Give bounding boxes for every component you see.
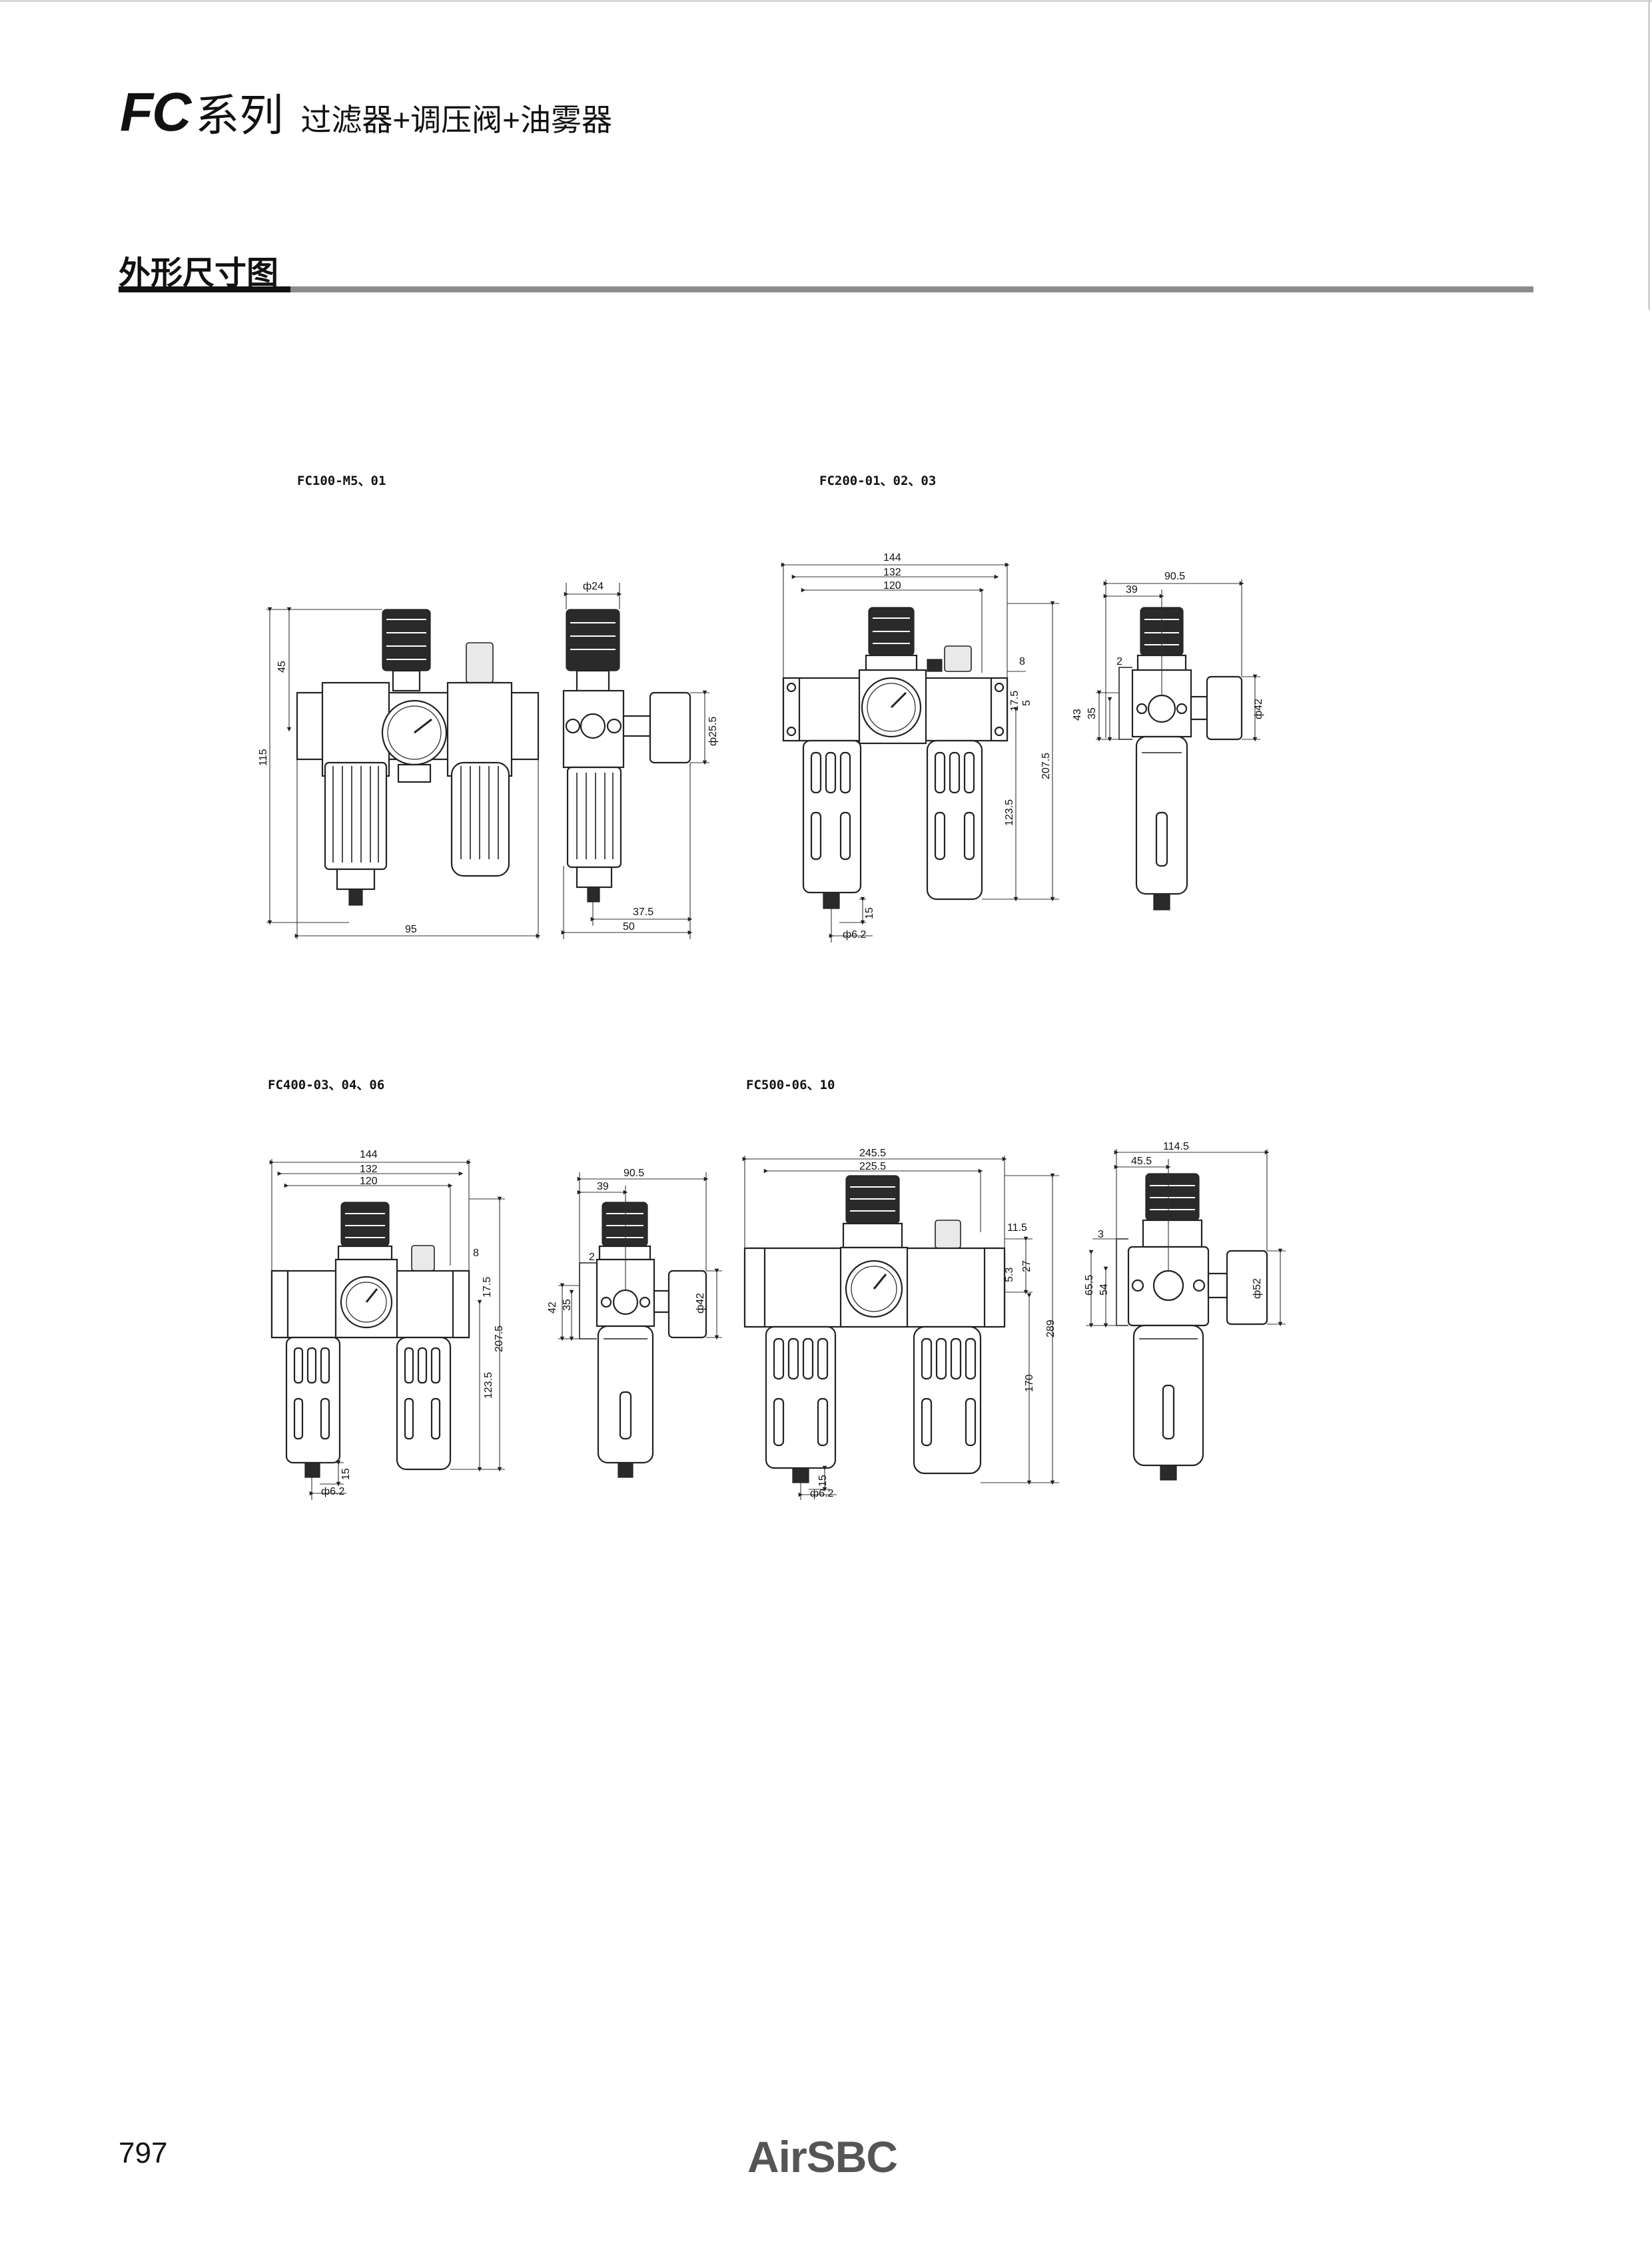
dim-phi6-2: ф6.2: [843, 929, 867, 940]
dim-132: 132: [360, 1164, 378, 1175]
series-code: FC: [120, 82, 191, 143]
dim-207-5: 207.5: [494, 1325, 505, 1352]
dim-5: 5: [1021, 700, 1032, 706]
dim-123-5: 123.5: [483, 1372, 494, 1399]
dim-207-5: 207.5: [1040, 753, 1052, 779]
dim-90-5: 90.5: [623, 1168, 644, 1179]
series-word: 系列: [195, 91, 284, 140]
dim-8: 8: [1019, 656, 1025, 667]
dim-35: 35: [562, 1299, 573, 1311]
fc400-side-view: 90.5 39 2 42 35 ф42: [547, 1168, 722, 1478]
fc100-front-view: 45 115 95: [258, 607, 541, 939]
dim-2: 2: [589, 1252, 595, 1263]
brand-logo: AirSBC: [747, 2132, 898, 2181]
dim-90-5: 90.5: [1164, 571, 1185, 582]
dim-95: 95: [405, 924, 417, 935]
model-label: FC200-01、02、03: [819, 474, 936, 488]
dim-115: 115: [258, 749, 269, 766]
dim-45-5: 45.5: [1131, 1156, 1152, 1167]
dim-144: 144: [360, 1149, 378, 1160]
model-label: FC100-M5、01: [297, 474, 386, 488]
dim-phi6-2: ф6.2: [321, 1486, 345, 1497]
dim-phi42: ф42: [1253, 699, 1264, 719]
section-divider-accent: [119, 286, 290, 292]
dim-42: 42: [547, 1302, 558, 1313]
drawing-fc400: FC400-03、04、06: [268, 1078, 722, 1500]
fc200-front-view: 144 132 120 8 17.5 5 207.5 123.5 15 ф6.2: [781, 552, 1059, 942]
dim-39: 39: [597, 1181, 609, 1192]
dim-123-5: 123.5: [1004, 799, 1015, 826]
fc500-front-view: 245.5 225.5 11.5 5.3 27 289 170 15 ф6.2: [742, 1148, 1059, 1500]
dim-39: 39: [1126, 584, 1138, 595]
dim-289: 289: [1045, 1319, 1056, 1337]
fc400-front-view: 144 132 120 8 17.5 207.5 123.5 15 ф6.2: [269, 1149, 505, 1500]
dim-17-5: 17.5: [1009, 691, 1021, 711]
dim-114-5: 114.5: [1163, 1141, 1189, 1152]
dim-37-5: 37.5: [633, 907, 653, 918]
page-number: 797: [119, 2137, 168, 2169]
dim-8: 8: [473, 1248, 479, 1259]
dim-54: 54: [1098, 1284, 1110, 1296]
dim-phi52: ф52: [1252, 1278, 1263, 1299]
dim-43: 43: [1072, 709, 1083, 721]
drawing-fc100: FC100-M5、01: [258, 474, 719, 939]
dim-phi42: ф42: [695, 1293, 706, 1313]
dim-245-5: 245.5: [859, 1148, 886, 1159]
dim-225-5: 225.5: [859, 1161, 886, 1172]
page-header: FC 系列 过滤器+调压阀+油雾器: [120, 80, 612, 144]
drawing-fc200: FC200-01、02、03: [781, 474, 1264, 942]
fc500-side-view: 114.5 45.5 3 65.5 54 ф52: [1084, 1141, 1286, 1481]
section-divider: [119, 286, 1533, 292]
right-edge-line: [1648, 0, 1650, 310]
dim-2: 2: [1116, 656, 1122, 667]
dim-5-3: 5.3: [1004, 1268, 1015, 1282]
top-border: [0, 0, 1652, 2]
dim-132: 132: [883, 567, 901, 578]
dim-27: 27: [1021, 1260, 1032, 1272]
dim-65-5: 65.5: [1084, 1275, 1095, 1296]
dim-15: 15: [817, 1475, 829, 1487]
dim-35: 35: [1086, 707, 1098, 719]
dim-phi6-2: ф6.2: [810, 1488, 834, 1499]
dim-120: 120: [360, 1176, 378, 1187]
dim-15: 15: [864, 907, 875, 919]
dim-phi24: ф24: [583, 581, 604, 592]
dim-phi25-5: ф25.5: [707, 717, 719, 746]
section-title: 外形尺寸图: [119, 256, 279, 291]
fc200-side-view: 90.5 39 2 43 35 ф42: [1072, 571, 1264, 911]
drawing-fc500: FC500-06、10: [742, 1078, 1286, 1500]
dim-45: 45: [276, 661, 288, 673]
dim-144: 144: [883, 552, 901, 563]
model-label: FC500-06、10: [746, 1078, 835, 1092]
dim-3: 3: [1098, 1229, 1104, 1240]
dim-120: 120: [883, 580, 901, 591]
dim-50: 50: [623, 921, 635, 933]
dim-15: 15: [340, 1468, 352, 1480]
model-label: FC400-03、04、06: [268, 1078, 384, 1092]
fc100-side-view: ф24 ф25.5 37.5 50: [561, 581, 719, 939]
dim-17-5: 17.5: [482, 1277, 493, 1298]
dim-170: 170: [1024, 1374, 1035, 1392]
dim-11-5: 11.5: [1007, 1222, 1027, 1234]
series-description: 过滤器+调压阀+油雾器: [300, 103, 613, 137]
